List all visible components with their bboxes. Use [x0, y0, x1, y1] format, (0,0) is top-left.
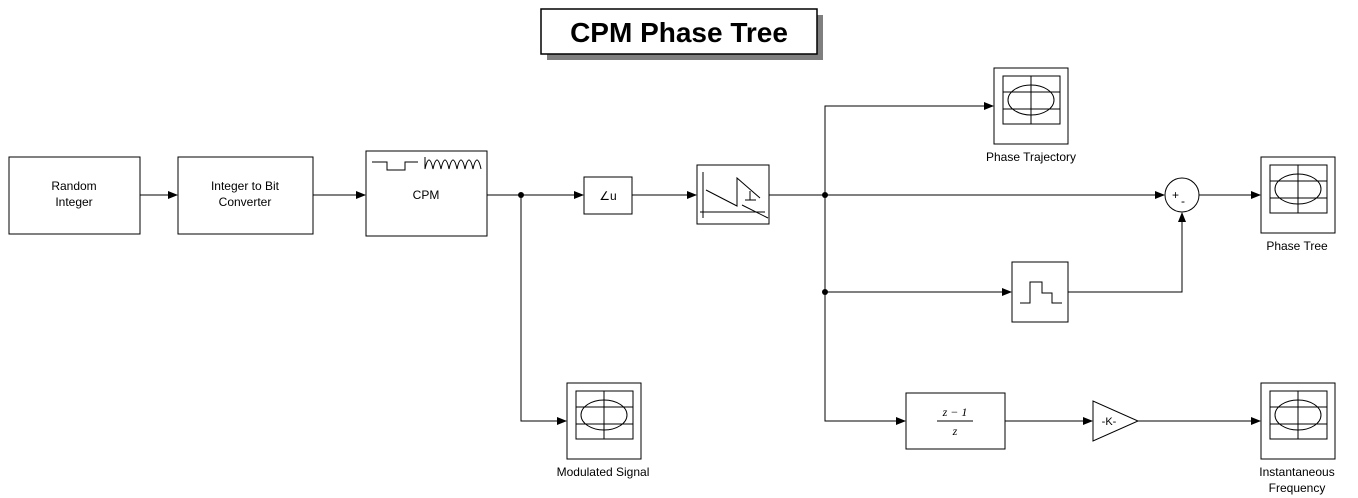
- signal-line: [520, 195, 567, 425]
- tf-numerator: z − 1: [942, 405, 968, 419]
- sum-block[interactable]: + -: [1164, 177, 1200, 213]
- modulated-signal-label: Modulated Signal: [557, 465, 650, 479]
- model-title: CPM Phase Tree: [540, 8, 823, 60]
- phase-tree-scope[interactable]: Phase Tree: [1260, 156, 1336, 253]
- angle-label: ∠u: [599, 189, 616, 203]
- branch-point: [518, 192, 524, 198]
- scope-icon: [1274, 173, 1322, 205]
- title-text: CPM Phase Tree: [570, 17, 788, 48]
- gain-block[interactable]: -K-: [1092, 400, 1140, 442]
- tf-denominator: z: [952, 424, 958, 438]
- phase-trajectory-scope[interactable]: Phase Trajectory: [986, 67, 1076, 164]
- scope-icon: [1007, 84, 1055, 116]
- phase-tree-label: Phase Tree: [1266, 239, 1328, 253]
- complex-angle-block[interactable]: ∠u: [583, 176, 633, 215]
- signal-line: [824, 195, 906, 425]
- gain-label: -K-: [1102, 416, 1117, 428]
- branch-point: [822, 192, 828, 198]
- modulated-signal-scope[interactable]: Modulated Signal: [557, 382, 650, 479]
- discrete-transfer-fcn-block[interactable]: z − 1 z: [905, 392, 1006, 450]
- signal-line: [824, 102, 994, 195]
- inst-freq-label-1: Instantaneous: [1259, 465, 1334, 479]
- bit-pulse-icon: [372, 161, 418, 171]
- int-to-bit-label-2: Converter: [219, 195, 272, 209]
- signal-line: [1068, 212, 1186, 293]
- scope-icon: [580, 399, 628, 431]
- sum-minus-sign: -: [1181, 194, 1185, 208]
- random-integer-label-1: Random: [51, 179, 96, 193]
- step-icon: [1020, 281, 1062, 304]
- inst-freq-label-2: Frequency: [1269, 481, 1326, 495]
- unwrap-icon: [700, 172, 769, 219]
- instantaneous-frequency-scope[interactable]: Instantaneous Frequency: [1259, 382, 1336, 495]
- signal-lines: [140, 102, 1261, 425]
- sine-wave-icon: [424, 157, 482, 170]
- int-to-bit-label-1: Integer to Bit: [211, 179, 280, 193]
- phase-trajectory-label: Phase Trajectory: [986, 150, 1076, 164]
- sum-plus-sign: +: [1172, 188, 1179, 202]
- random-integer-label-2: Integer: [55, 195, 92, 209]
- phase-unwrap-block[interactable]: [696, 164, 770, 225]
- integer-to-bit-converter-block[interactable]: Integer to Bit Converter: [177, 156, 314, 235]
- branch-point: [822, 289, 828, 295]
- cpm-label: CPM: [413, 188, 440, 202]
- random-integer-block[interactable]: Random Integer: [8, 156, 141, 235]
- zero-order-hold-block[interactable]: [1011, 261, 1069, 323]
- cpm-modulator-block[interactable]: CPM: [365, 150, 488, 237]
- scope-icon: [1274, 399, 1322, 431]
